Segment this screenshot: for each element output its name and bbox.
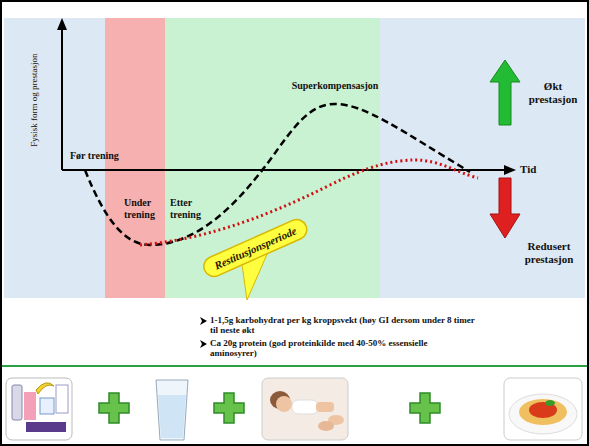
foot: [318, 421, 334, 431]
curve-label: Superkompensasjon: [292, 80, 379, 92]
note-text: 1-1,5g karbohydrat per kg kroppsvekt (hø…: [210, 315, 475, 336]
y-axis: [61, 28, 63, 170]
axis-label: Tid: [520, 163, 536, 176]
up-arrow: [490, 60, 520, 125]
glass: [156, 380, 188, 440]
callout-fill: [200, 216, 309, 279]
legs: [316, 402, 334, 412]
plus-sign: [99, 393, 129, 423]
phase-label: Etter trening: [170, 197, 212, 220]
plus-shape: [410, 393, 440, 423]
down-arrow: [490, 178, 520, 238]
axes: [57, 18, 516, 175]
supercompensation-curve: [85, 104, 470, 245]
head: [276, 396, 292, 412]
x-axis: [62, 169, 506, 171]
picture-frame: [6, 378, 72, 440]
rest-picture: [262, 378, 348, 440]
shirt: [292, 400, 318, 414]
note-text: Ca 20g protein (god proteinkilde med 40-…: [210, 338, 475, 359]
carton: [24, 392, 36, 420]
water-glass: [156, 380, 188, 440]
picture-frame: [504, 378, 582, 440]
picture-frame: [262, 378, 348, 440]
phase-label: Før trening: [70, 150, 119, 162]
bullet-marker: [200, 317, 207, 325]
plus-shape: [99, 393, 129, 423]
effect-label: Økt prestasjon: [520, 80, 586, 105]
snack-bar: [26, 422, 66, 432]
pasta: [519, 399, 567, 425]
poor-recovery-curve: [140, 160, 478, 245]
effect-label: Redusert prestasjon: [514, 240, 584, 265]
after-band: [165, 18, 380, 298]
plate: [509, 394, 577, 434]
y-axis-head: [57, 18, 67, 30]
plus-sign: [214, 393, 244, 423]
food-picture: [6, 378, 72, 440]
yogurt-cup: [40, 398, 54, 414]
basil: [545, 400, 555, 406]
x-axis-head: [504, 165, 516, 175]
phase-label: Under trening: [124, 197, 164, 220]
milk-carton: [56, 385, 68, 413]
axis-title: Fysisk form og prestasjon: [30, 53, 40, 146]
bottle: [12, 385, 22, 420]
phase-bands: [4, 18, 585, 298]
bullet-marker: [200, 340, 207, 348]
separator-line: [0, 365, 589, 367]
spaghetti-picture: [504, 378, 582, 440]
plus-sign: [410, 393, 440, 423]
banana: [36, 383, 54, 394]
later-band: [380, 18, 585, 298]
plus-shape: [214, 393, 244, 423]
water: [158, 395, 186, 438]
